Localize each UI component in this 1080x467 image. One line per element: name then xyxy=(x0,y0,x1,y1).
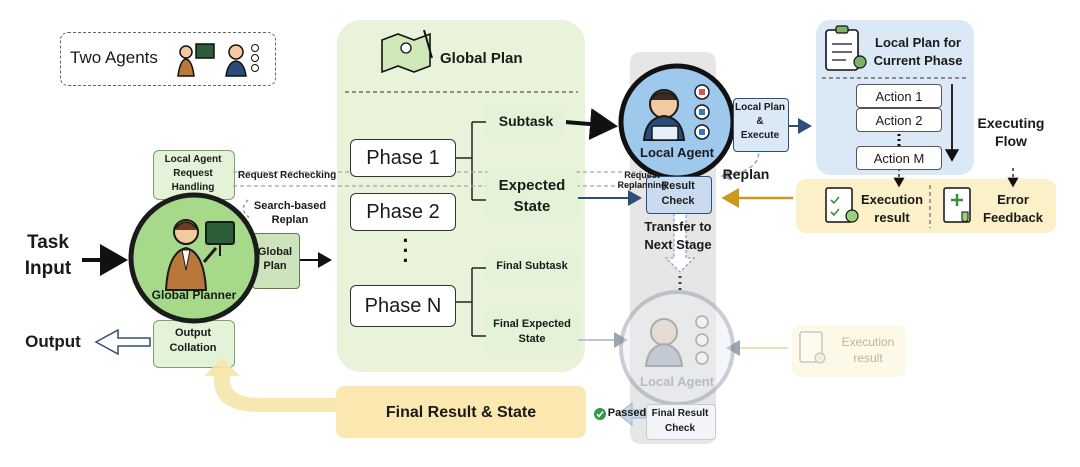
global-plan-box-2: Plan xyxy=(263,260,287,272)
local-agent-name: Local Agent xyxy=(640,145,714,160)
faded-feedback-panel xyxy=(792,325,906,377)
error-feedback-icon xyxy=(943,187,971,223)
result-check-box xyxy=(646,176,712,214)
legend-label: Two Agents xyxy=(70,48,158,67)
local-plan-execute-3: Execute xyxy=(740,130,780,141)
faded-local-agent xyxy=(619,290,735,406)
local-plan-title-2: Current Phase xyxy=(873,53,963,68)
request-handling-1: Local Agent xyxy=(164,154,222,165)
phase-n-box: Phase N xyxy=(350,285,456,327)
subtask-pill xyxy=(486,104,566,138)
request-replanning-2: Replanning xyxy=(617,180,667,190)
final-subtask-pill xyxy=(486,252,578,282)
output-collation-1: Output xyxy=(174,327,212,339)
final-result-check-box xyxy=(646,404,716,440)
task-input-label-1: Task xyxy=(27,232,69,253)
request-handling-2: Request xyxy=(173,168,213,179)
output-label: Output xyxy=(25,332,81,351)
request-rechecking-label: Request Rechecking xyxy=(237,170,337,181)
request-handling-3: Handling xyxy=(171,182,215,193)
global-plan-box xyxy=(252,233,300,289)
legend-planner-icon xyxy=(177,43,215,77)
request-replanning-1: Request xyxy=(624,170,660,180)
action-2-box: Action 2 xyxy=(856,108,942,132)
phase-ellipsis: ··· xyxy=(402,228,410,273)
local-plan-execute-box xyxy=(733,98,789,152)
local-plan-execute-1: Local Plan xyxy=(734,102,785,113)
executing-flow-1: Executing xyxy=(977,115,1045,131)
expected-state-pill xyxy=(486,170,578,222)
local-agent-name-faded: Local Agent xyxy=(640,374,714,389)
local-plan-title-1: Local Plan for xyxy=(875,35,961,50)
search-replan-curve xyxy=(242,199,251,219)
global-planner-name: Global Planner xyxy=(151,288,237,302)
final-result-label: Final Result & State xyxy=(385,404,537,421)
global-plan-box-1: Global xyxy=(257,246,293,258)
passed-arrow xyxy=(617,401,647,427)
search-replan-1: Search-based xyxy=(253,200,327,212)
result-check-1: Result xyxy=(661,180,695,192)
replan-curve xyxy=(720,139,760,181)
final-result-panel xyxy=(336,386,586,438)
local-agent-figure xyxy=(642,84,710,141)
phase1-bracket xyxy=(455,121,486,201)
expected-state-label-2: State xyxy=(513,198,551,215)
execution-result-1: Execution xyxy=(860,192,924,207)
final-expected-label-1: Final Expected xyxy=(493,318,571,330)
final-subtask-label: Final Subtask xyxy=(496,260,568,272)
phase-2-box: Phase 2 xyxy=(350,193,456,231)
output-collation-2: Collation xyxy=(169,342,217,354)
global-plan-title: Global Plan xyxy=(440,50,523,67)
phaseN-bracket xyxy=(455,267,486,337)
action-m-box: Action M xyxy=(856,146,942,170)
execution-result-2: result xyxy=(874,210,910,225)
final-result-check-2: Check xyxy=(664,423,695,434)
subtask-arrow xyxy=(564,108,618,140)
replan-label: Replan xyxy=(722,166,770,182)
transfer-label-2: Next Stage xyxy=(644,237,712,252)
result-check-2: Check xyxy=(661,195,695,207)
transfer-arrow xyxy=(664,211,696,273)
passed-label: Passed xyxy=(607,407,647,419)
error-feedback-2: Feedback xyxy=(983,210,1043,225)
search-replan-2: Replan xyxy=(271,214,309,226)
task-input-label-2: Input xyxy=(24,258,72,279)
final-expected-pill xyxy=(486,310,578,354)
transfer-label-1: Transfer to xyxy=(644,219,712,234)
phase-1-box: Phase 1 xyxy=(350,139,456,177)
error-feedback-1: Error xyxy=(997,192,1029,207)
execution-result-faded-1: Execution xyxy=(841,335,895,349)
subtask-label: Subtask xyxy=(498,113,554,129)
final-expected-label-2: State xyxy=(518,333,546,345)
local-plan-clipboard-icon xyxy=(825,25,867,71)
output-arrow xyxy=(94,328,151,356)
execution-result-icon xyxy=(825,187,859,223)
final-result-check-1: Final Result xyxy=(651,408,709,419)
faded-execution-result-icon xyxy=(799,331,826,364)
legend-box xyxy=(60,32,276,86)
execution-result-faded-2: result xyxy=(853,351,883,365)
expected-state-label-1: Expected xyxy=(498,177,566,194)
result-to-output-arrow xyxy=(204,358,336,412)
executing-flow-2: Flow xyxy=(995,133,1027,149)
global-plan-map-icon xyxy=(381,29,433,74)
legend-agent-icon xyxy=(225,44,259,77)
action-1-box: Action 1 xyxy=(856,84,942,108)
global-planner-figure xyxy=(164,219,235,291)
local-plan-execute-2: & xyxy=(756,116,764,127)
